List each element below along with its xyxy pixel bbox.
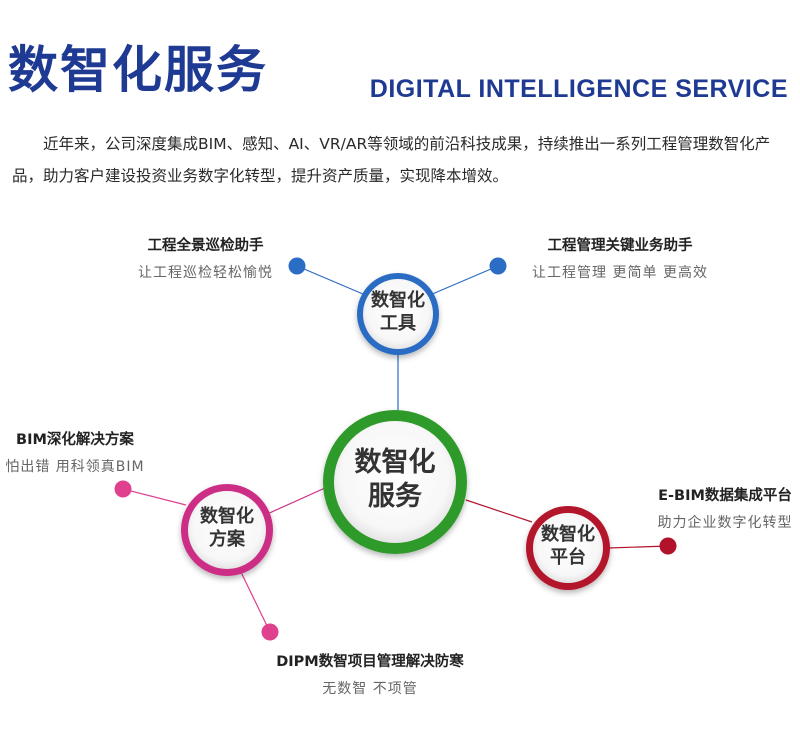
item-subtitle: 助力企业数字化转型 (657, 515, 793, 531)
item-subtitle: 让工程管理 更简单 更高效 (532, 265, 708, 281)
item-ebim-platform: E-BIM数据集成平台 助力企业数字化转型 (645, 484, 800, 532)
dot-item5 (659, 537, 677, 555)
node-solution-label: 数智化 方案 (200, 506, 254, 551)
connector-solution-item4 (237, 565, 271, 633)
item-subtitle: 无数智 不项管 (322, 681, 418, 697)
dot-item2 (489, 257, 507, 275)
page-title: 数智化服务 (8, 41, 268, 99)
node-platform-label: 数智化 平台 (541, 524, 595, 569)
node-tools-label: 数智化 工具 (371, 290, 425, 335)
item-inspection-assistant: 工程全景巡检助手 让工程巡检轻松愉悦 (0, 234, 411, 282)
connector-center-platform (465, 499, 533, 523)
node-platform (526, 506, 610, 590)
dot-item1 (288, 257, 306, 275)
dot-item4 (261, 623, 279, 641)
item-title: E-BIM数据集成平台 (658, 488, 792, 504)
node-tools (357, 273, 439, 355)
item-title: 工程全景巡检助手 (147, 238, 264, 254)
connector-center-solution (264, 487, 326, 516)
item-business-assistant: 工程管理关键业务助手 让工程管理 更简单 更高效 (510, 234, 730, 282)
node-center (323, 410, 467, 554)
connector-tools-item2 (429, 265, 499, 296)
item-subtitle: 怕出错 用科领真BIM (5, 459, 145, 475)
item-title: 工程管理关键业务助手 (547, 238, 693, 254)
item-subtitle: 让工程巡检轻松愉悦 (138, 265, 273, 281)
page-title-english: DIGITAL INTELLIGENCE SERVICE (369, 75, 788, 103)
item-bim-solution: BIM深化解决方案 怕出错 用科领真BIM (0, 428, 150, 476)
dot-item3 (114, 480, 132, 498)
node-solution (181, 484, 273, 576)
item-title: DIPM数智项目管理解决防寒 (276, 654, 464, 670)
connector-platform-item5 (607, 545, 669, 549)
connector-tools-item1 (296, 265, 371, 298)
intro-paragraph: 近年来，公司深度集成BIM、感知、AI、VR/AR等领域的前沿科技成果，持续推出… (12, 135, 771, 185)
item-title: BIM深化解决方案 (16, 432, 134, 448)
connector-solution-item3 (122, 488, 187, 506)
item-dipm-solution: DIPM数智项目管理解决防寒 无数智 不项管 (220, 650, 520, 698)
node-center-label: 数智化 服务 (354, 447, 436, 512)
